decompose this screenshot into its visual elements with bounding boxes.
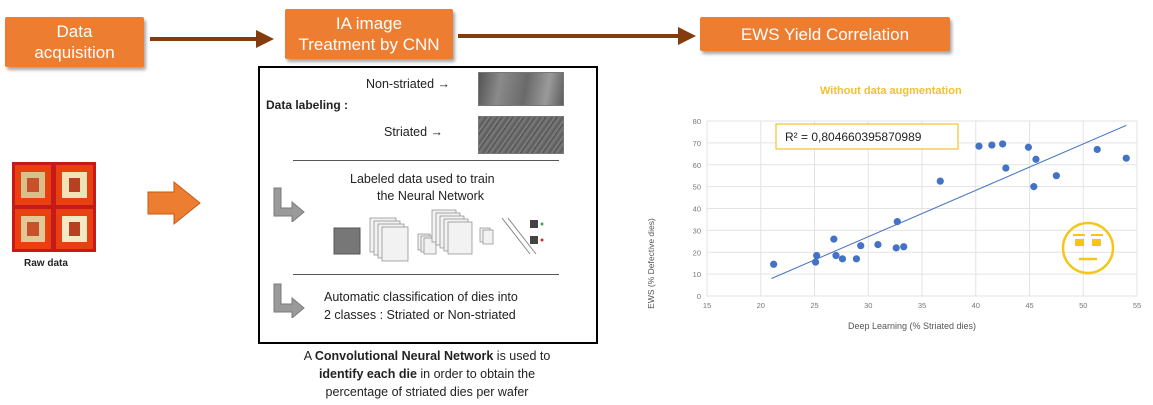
- arrow-head-2: [678, 27, 696, 45]
- classify-text-line1: Automatic classification of dies into: [324, 290, 518, 304]
- trendline: [771, 124, 1127, 279]
- data-point: [988, 141, 996, 149]
- x-tick-label: 40: [972, 301, 980, 310]
- data-point: [838, 255, 847, 263]
- stage-label: EWS Yield Correlation: [740, 24, 910, 44]
- cnn-caption: A Convolutional Neural Network is used t…: [258, 347, 596, 401]
- data-point: [1032, 155, 1040, 163]
- striated-label: Striated →: [384, 125, 444, 139]
- neutral-face-eye: [1092, 239, 1101, 246]
- divider: [293, 160, 559, 161]
- data-point: [852, 255, 861, 263]
- caption-bold-text: Convolutional Neural Network: [314, 349, 494, 363]
- data-point: [832, 251, 840, 260]
- x-tick-label: 50: [1079, 301, 1087, 310]
- y-tick-label: 40: [693, 205, 701, 214]
- stage-label-line1: Data: [56, 22, 93, 41]
- caption-text: in order to obtain the: [416, 367, 536, 381]
- data-point: [874, 240, 882, 249]
- y-tick-label: 10: [693, 270, 701, 279]
- data-point: [975, 142, 983, 150]
- data-point: [1024, 143, 1033, 151]
- data-point: [1122, 154, 1130, 162]
- data-point: [900, 243, 908, 251]
- data-point: [999, 140, 1007, 148]
- non-striated-sample-image: [478, 72, 564, 106]
- y-tick-label: 50: [693, 183, 701, 192]
- caption-line3: percentage of striated dies per wafer: [325, 385, 529, 399]
- data-point: [892, 244, 900, 252]
- raw-data-label: Raw data: [24, 258, 68, 269]
- divider: [293, 274, 559, 275]
- gray-return-arrow-icon: [273, 283, 305, 318]
- r-squared-annotation: R² = 0,804660395870989: [785, 130, 922, 144]
- y-tick-label: 20: [693, 248, 701, 257]
- x-axis-label: Deep Learning (% Striated dies): [848, 321, 976, 331]
- neutral-face-eye: [1075, 239, 1084, 246]
- data-point: [1052, 172, 1060, 180]
- stage-label-line1: IA image: [335, 14, 403, 33]
- data-point: [830, 235, 838, 243]
- data-point: [1002, 164, 1010, 172]
- neutral-face-icon: [1061, 221, 1115, 275]
- scatter-chart: 0 10 20 30 40 50 60 70 80 15 20 25 30 35 40 45 50 55 R² = …: [646, 117, 1141, 331]
- y-tick-label: 30: [693, 226, 701, 235]
- caption-line2: identify each die in order to obtain the: [258, 365, 596, 383]
- wafer-thumbnail-icon: [12, 162, 96, 252]
- train-text-line2: the Neural Network: [377, 189, 484, 203]
- cnn-process-panel: Data labeling : Non-striated → Striated …: [258, 66, 598, 344]
- cnn-architecture-diagram: [333, 209, 544, 262]
- x-tick-label: 30: [864, 301, 872, 310]
- data-point: [1093, 145, 1101, 154]
- gray-return-arrow-icon: [273, 187, 305, 222]
- y-tick-label: 60: [693, 161, 701, 170]
- y-axis-label: EWS (% Defective dies): [646, 218, 656, 309]
- x-tick-label: 15: [703, 301, 711, 310]
- x-tick-label: 35: [918, 301, 926, 310]
- caption-bold-text: identify each die: [318, 367, 417, 381]
- data-point: [893, 218, 901, 226]
- data-point: [813, 251, 821, 260]
- data-point: [811, 258, 820, 266]
- x-tick-label: 20: [757, 301, 765, 310]
- arrow-shaft-1: [150, 37, 258, 41]
- arrow-head-1: [256, 30, 274, 48]
- data-labeling-title: Data labeling :: [266, 98, 349, 112]
- train-text-line1: Labeled data used to train: [350, 172, 495, 186]
- data-point: [857, 242, 865, 250]
- y-tick-label: 0: [697, 292, 701, 301]
- stage-data-acquisition: Data acquisition: [5, 17, 144, 67]
- stage-arrows: [150, 27, 696, 48]
- stage-ews-correlation: EWS Yield Correlation: [700, 17, 950, 51]
- y-tick-label: 80: [693, 117, 701, 126]
- data-point: [1030, 183, 1038, 191]
- caption-line1: A Convolutional Neural Network is used t…: [258, 347, 596, 365]
- caption-text: is used to: [493, 349, 551, 363]
- data-point: [936, 177, 944, 185]
- arrow-shaft-2: [458, 34, 680, 38]
- caption-text: A: [303, 349, 315, 363]
- non-striated-label: Non-striated →: [366, 77, 451, 91]
- y-tick-label: 70: [693, 139, 701, 148]
- stage-label-line2: Treatment by CNN: [298, 35, 440, 54]
- stage-ia-treatment: IA image Treatment by CNN: [285, 9, 453, 59]
- data-point: [770, 260, 778, 268]
- classify-text-line2: 2 classes : Striated or Non-striated: [324, 308, 516, 322]
- x-tick-label: 45: [1025, 301, 1033, 310]
- stage-label-line2: acquisition: [34, 43, 115, 62]
- striated-sample-image: [478, 116, 564, 154]
- x-tick-label: 25: [810, 301, 818, 310]
- x-tick-label: 55: [1133, 301, 1141, 310]
- orange-arrow-icon: [147, 180, 201, 226]
- r-squared-box: [775, 123, 959, 150]
- chart-title: Without data augmentation: [820, 85, 962, 97]
